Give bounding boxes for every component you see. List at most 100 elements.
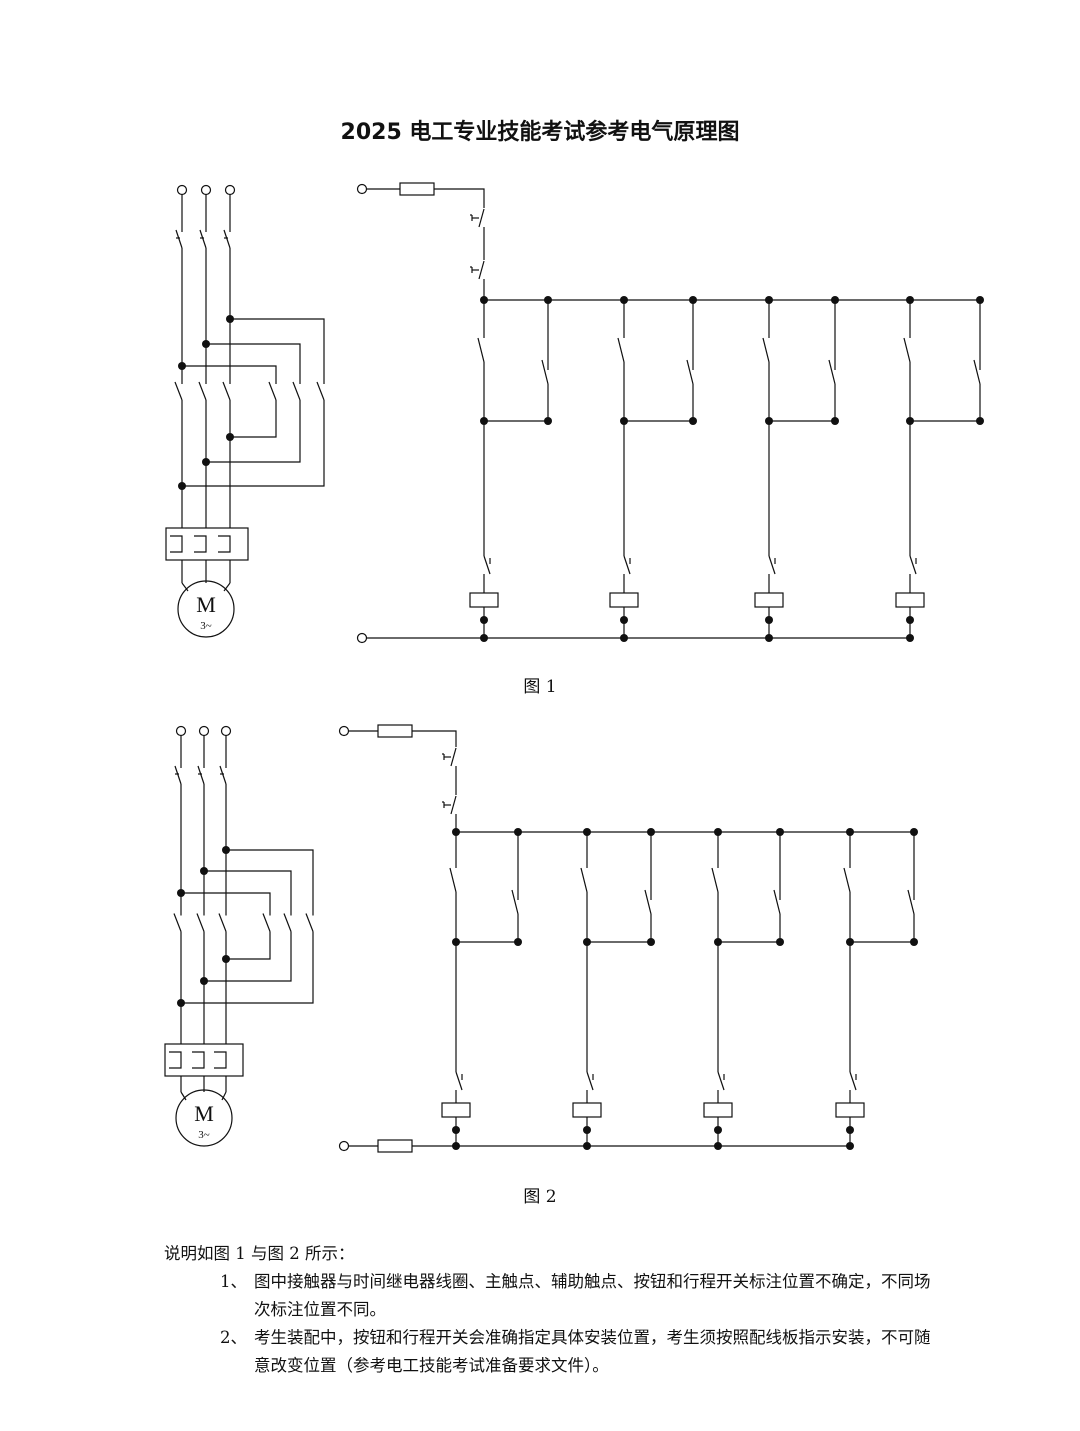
interlock-contact [586, 1071, 594, 1091]
auxiliary-contact [511, 889, 519, 915]
breaker-contact [199, 229, 207, 249]
wire [182, 412, 325, 487]
contactor-coil [703, 1102, 733, 1118]
main-contact [196, 913, 205, 932]
figure-2-caption: 图 2 [523, 1187, 557, 1207]
wire [180, 1091, 187, 1101]
wire [206, 343, 301, 372]
junction-dot [846, 1126, 854, 1134]
start-button-contact [449, 867, 457, 893]
note-item-1: 1、 图中接触器与时间继电器线圈、主触点、辅助触点、按钮和行程开关标注位置不确定… [164, 1268, 944, 1324]
thermal-element [169, 1051, 182, 1069]
wire [181, 892, 271, 905]
note-item-2: 2、 考生装配中，按钮和行程开关会准确指定具体安装位置，考生须按照配线板指示安装… [164, 1324, 944, 1380]
thermal-element [218, 535, 231, 553]
main-contact [173, 913, 182, 932]
junction-dot [452, 1126, 460, 1134]
start-button-contact [843, 867, 851, 893]
thermal-element [170, 535, 183, 553]
reverse-contact [262, 913, 271, 932]
terminal-circle [356, 632, 368, 644]
fuse [377, 724, 413, 738]
start-button-contact [617, 337, 625, 363]
auxiliary-contact [973, 359, 981, 385]
contactor-coil [895, 592, 925, 608]
wire [230, 412, 277, 438]
main-contact [218, 913, 227, 932]
terminal-circle [198, 725, 210, 737]
breaker-contact [197, 765, 205, 785]
breaker-contact [174, 765, 182, 785]
stop-button [450, 747, 457, 767]
note-number: 1、 [220, 1272, 247, 1291]
terminal-circle [356, 183, 368, 195]
wire [204, 942, 292, 982]
wire [221, 1091, 227, 1101]
junction-dot [480, 616, 488, 624]
interlock-contact [455, 1071, 463, 1091]
wire [412, 730, 457, 747]
stop-button [478, 208, 485, 228]
stop-button [478, 260, 485, 280]
stop-button [450, 795, 457, 815]
interlock-contact [849, 1071, 857, 1091]
contactor-coil [835, 1102, 865, 1118]
motor-phase: 3~ [200, 620, 212, 632]
contactor-coil [754, 592, 784, 608]
junction-dot [714, 1126, 722, 1134]
auxiliary-contact [907, 889, 915, 915]
main-contact [198, 381, 207, 401]
note-text: 图中接触器与时间继电器线圈、主触点、辅助触点、按钮和行程开关标注位置不确定，不同… [254, 1272, 931, 1319]
wire [181, 582, 189, 592]
junction-dot [583, 1126, 591, 1134]
main-contact [174, 381, 183, 401]
contactor-coil [609, 592, 639, 608]
figure-2-schematic: M3~ [164, 724, 918, 1153]
motor-circle [177, 580, 235, 638]
start-button-contact [477, 337, 485, 363]
main-contact [222, 381, 231, 401]
wire [181, 942, 314, 1004]
interlock-contact [717, 1071, 725, 1091]
auxiliary-contact [686, 359, 694, 385]
reverse-contact [283, 913, 292, 932]
motor-circle [175, 1089, 233, 1147]
reverse-contact [316, 381, 325, 401]
figure-1-caption: 图 1 [523, 677, 557, 697]
thermal-relay [165, 527, 249, 561]
notes-intro: 说明如图 1 与图 2 所示： [164, 1244, 355, 1263]
wire [206, 412, 301, 463]
motor-symbol: M [194, 1101, 214, 1126]
terminal-circle [176, 184, 188, 196]
interlock-contact [623, 555, 631, 575]
junction-dot [906, 616, 914, 624]
terminal-circle [338, 1140, 350, 1152]
figure-1-schematic: M 3~ [165, 182, 984, 644]
junction-dot [765, 616, 773, 624]
terminal-circle [175, 725, 187, 737]
note-text: 考生装配中，按钮和行程开关会准确指定具体安装位置，考生须按照配线板指示安装，不可… [254, 1328, 931, 1375]
auxiliary-contact [828, 359, 836, 385]
auxiliary-contact [644, 889, 652, 915]
interlock-contact [909, 555, 917, 575]
breaker-contact [219, 765, 227, 785]
notes-section: 说明如图 1 与图 2 所示： 1、 图中接触器与时间继电器线圈、主触点、辅助触… [164, 1240, 944, 1380]
motor-symbol: M [196, 592, 216, 617]
wire [182, 365, 277, 372]
start-button-contact [762, 337, 770, 363]
wire [230, 318, 325, 372]
start-button-contact [580, 867, 588, 893]
auxiliary-contact [773, 889, 781, 915]
interlock-contact [768, 555, 776, 575]
reverse-contact [268, 381, 277, 401]
fuse [377, 1139, 413, 1153]
page-title: 2025 电工专业技能考试参考电气原理图 [340, 120, 740, 145]
terminal-circle [220, 725, 232, 737]
breaker-contact [223, 229, 231, 249]
thermal-element [192, 1051, 205, 1069]
terminal-circle [224, 184, 236, 196]
wire [226, 849, 314, 905]
start-button-contact [903, 337, 911, 363]
note-number: 2、 [220, 1328, 247, 1347]
